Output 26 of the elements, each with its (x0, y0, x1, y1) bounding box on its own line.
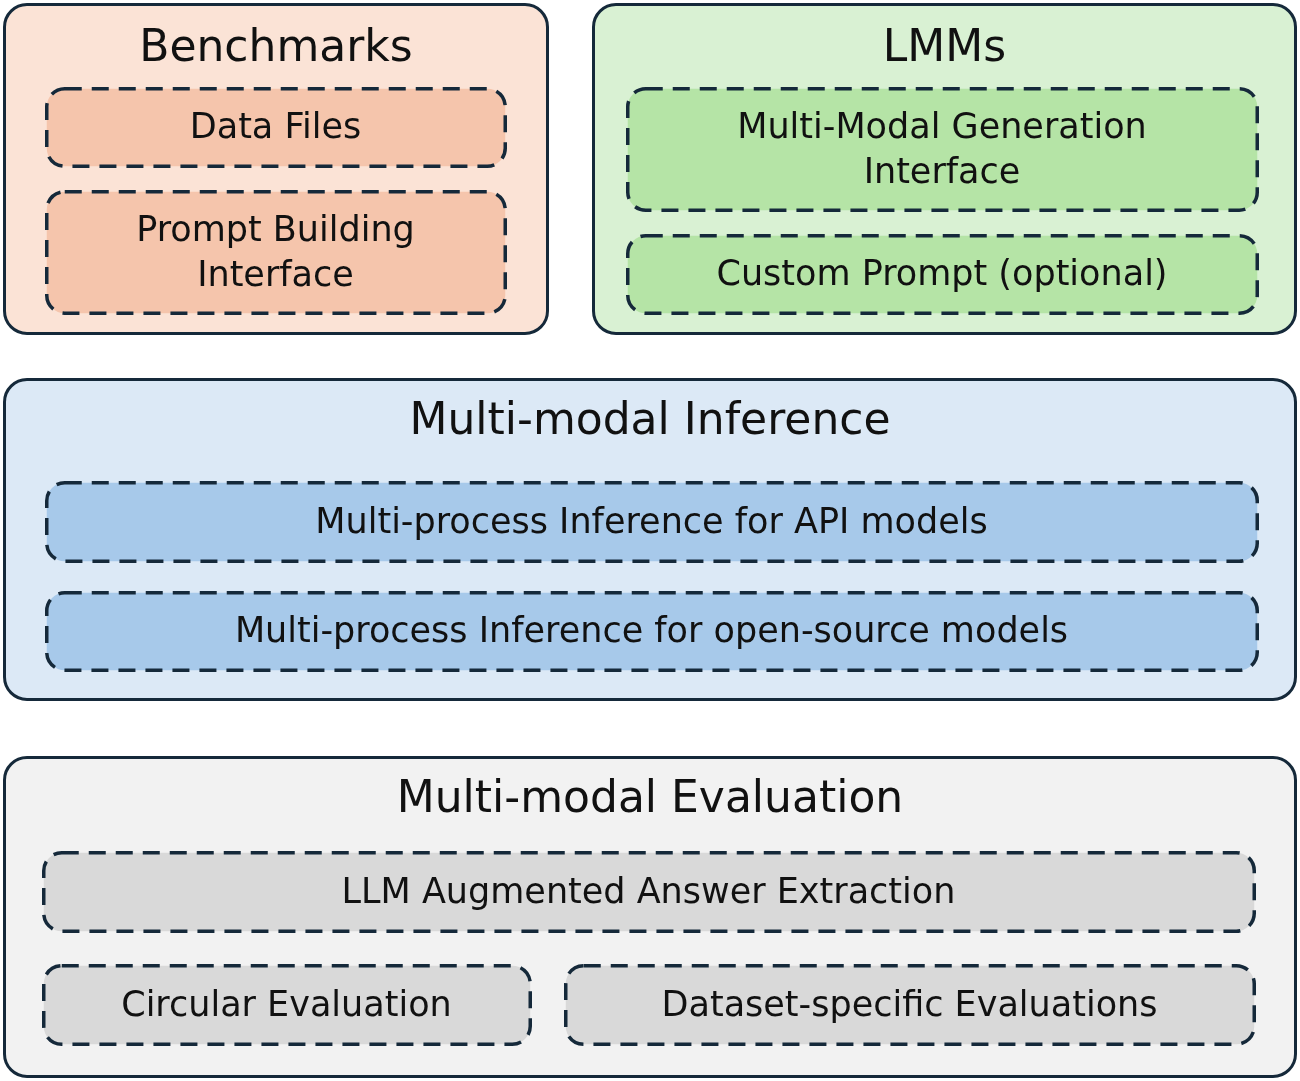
dashed-component-box (44, 480, 1259, 563)
dashed-component-box (44, 590, 1259, 672)
module-panel (3, 3, 549, 335)
component-label: Custom Prompt (optional) (715, 252, 1169, 296)
dashed-component-box (41, 850, 1256, 933)
panel-title: Benchmarks (138, 22, 414, 71)
dashed-component-box (44, 189, 507, 315)
dashed-component-box (625, 233, 1259, 315)
module-panel (3, 378, 1297, 701)
module-panel (592, 3, 1297, 335)
component-label: Multi-process Inference for API models (314, 499, 989, 543)
component-label: Multi-Modal Generation Interface (736, 104, 1148, 193)
component-label: Prompt Building Interface (135, 207, 416, 296)
dashed-component-box (44, 86, 507, 168)
component-label: LLM Augmented Answer Extraction (340, 869, 957, 913)
dashed-component-box (563, 963, 1256, 1046)
component-label: Multi-process Inference for open-source models (233, 609, 1070, 653)
panel-title: Multi-modal Inference (408, 395, 892, 444)
component-label: Dataset-specific Evaluations (660, 982, 1159, 1026)
panel-title: Multi-modal Evaluation (395, 773, 905, 822)
dashed-component-box (41, 963, 532, 1046)
component-label: Circular Evaluation (120, 982, 453, 1026)
panel-title: LMMs (881, 22, 1008, 71)
module-panel (3, 756, 1297, 1078)
component-label: Data Files (188, 105, 363, 149)
dashed-component-box (625, 86, 1259, 212)
